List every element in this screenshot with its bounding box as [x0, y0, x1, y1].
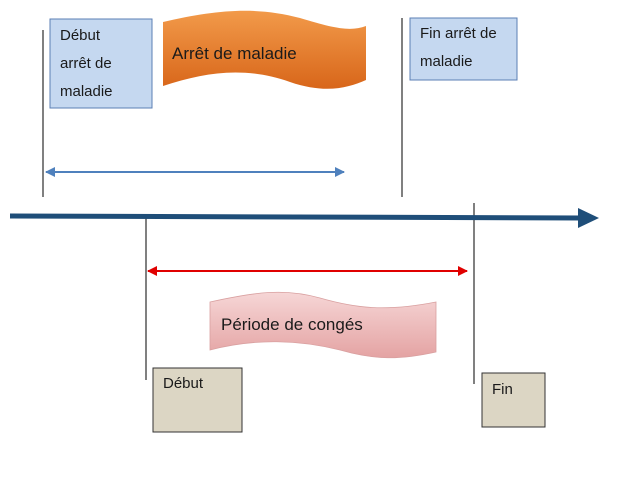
holiday-banner [209, 291, 437, 359]
sick-leave-banner [163, 10, 366, 89]
timeline-arrowhead [578, 208, 599, 228]
holiday-end-label: Fin [492, 381, 513, 398]
sick-leave-banner-label: Arrêt de maladie [172, 44, 297, 63]
holiday-start-label: Début [163, 375, 204, 392]
sick-leave-end-label: Fin arrêt de maladie [420, 25, 497, 70]
timeline-arrow [9, 213, 583, 221]
sick-leave-start-box [49, 18, 153, 109]
holiday-end-box [481, 372, 546, 428]
sick-leave-end-box [409, 17, 518, 81]
holiday-start-box [152, 367, 243, 433]
sick-leave-start-label: Début arrêt de maladie [60, 27, 113, 100]
holiday-banner-label: Période de congés [221, 315, 363, 334]
